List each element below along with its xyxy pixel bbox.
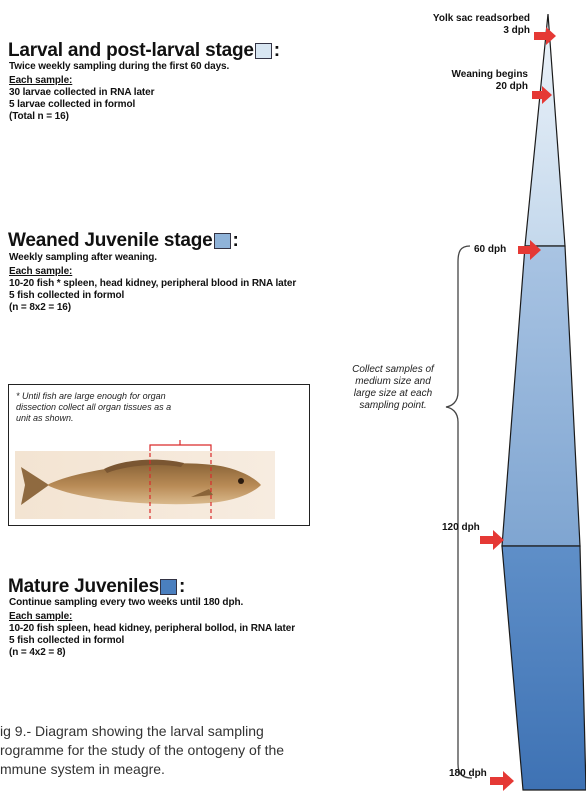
- weaned-stage-section: [502, 246, 580, 546]
- larval-stage-section: [525, 14, 565, 246]
- yolk-sac-label: Yolk sac readsorbed 3 dph: [433, 13, 530, 37]
- mature-stage-section: [502, 546, 586, 790]
- sampling-brace: [446, 246, 472, 778]
- weaning-label: Weaning begins 20 dph: [452, 69, 529, 93]
- arrow-180dph: [490, 771, 514, 791]
- dph-60-label: 60 dph: [474, 244, 506, 256]
- weaning-dph: 20 dph: [452, 81, 529, 93]
- yolk-sac-dph: 3 dph: [433, 25, 530, 37]
- yolk-sac-text: Yolk sac readsorbed: [433, 13, 530, 25]
- dph-120-label: 120 dph: [442, 522, 480, 534]
- arrow-120dph: [480, 530, 504, 550]
- weaning-text: Weaning begins: [452, 69, 529, 81]
- dph-180-label: 180 dph: [449, 768, 487, 780]
